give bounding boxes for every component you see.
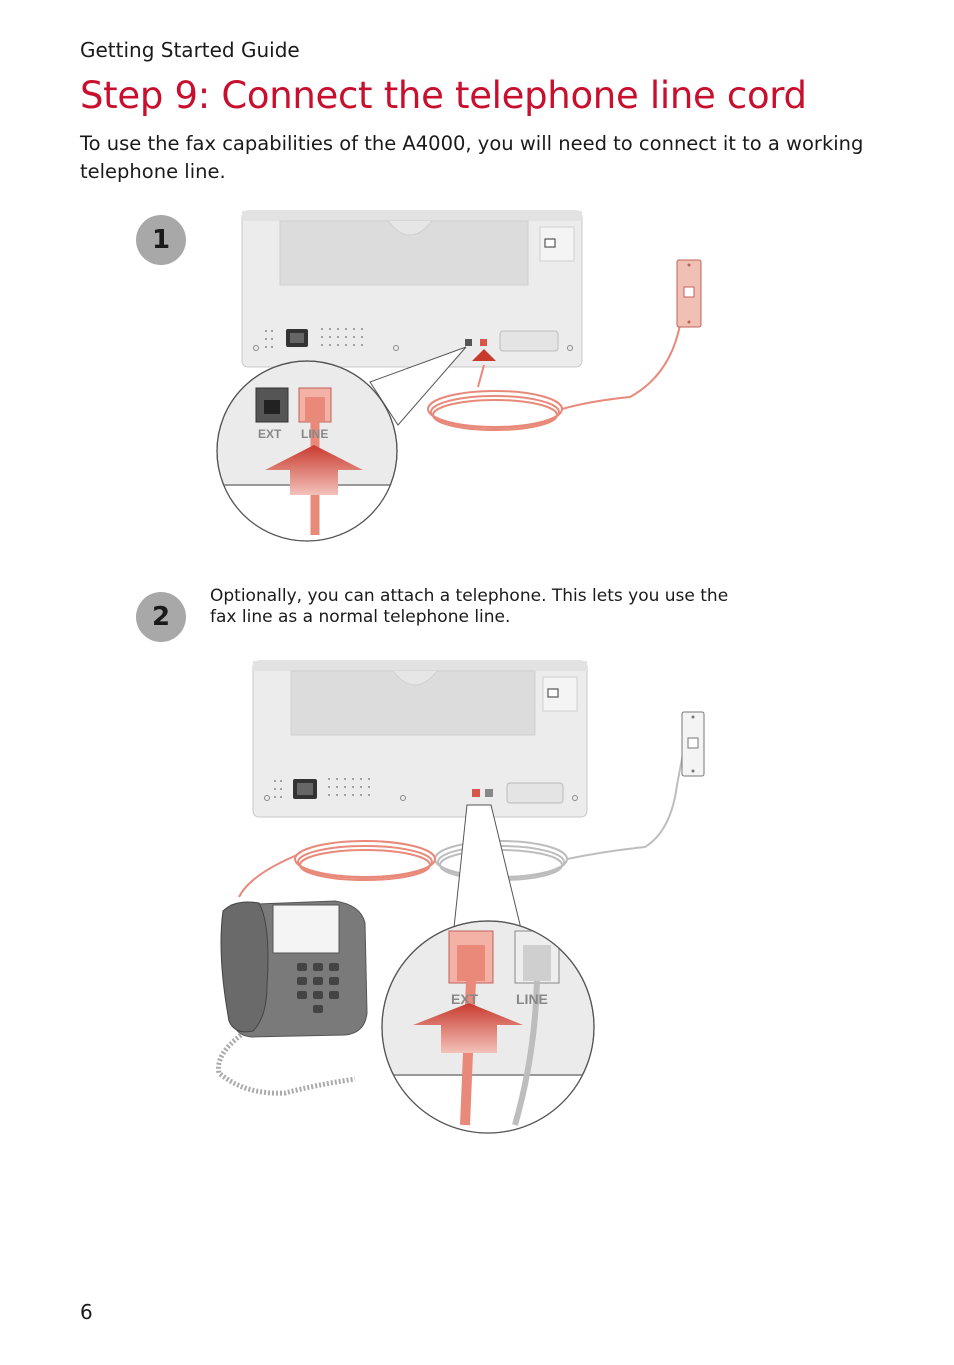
line-port-label: LINE xyxy=(301,427,328,441)
intro-paragraph: To use the fax capabilities of the A4000… xyxy=(80,132,864,183)
step-1-badge: 1 xyxy=(136,215,186,265)
fax-device-back-panel xyxy=(252,660,588,818)
page-number: 6 xyxy=(80,1300,93,1324)
ext-port-label: EXT xyxy=(258,427,282,441)
port-zoom-detail: EXT LINE xyxy=(381,920,595,1134)
line-port-label: LINE xyxy=(516,991,548,1007)
step-2-illustration: EXT LINE xyxy=(215,660,705,1134)
telephone-line-cord xyxy=(427,292,689,431)
step-1-illustration: EXT LINE xyxy=(216,210,702,542)
telephone xyxy=(215,900,368,1096)
step-2-badge: 2 xyxy=(136,592,186,642)
ext-port-label: EXT xyxy=(451,991,479,1007)
fax-device-back-panel xyxy=(241,210,583,368)
guide-label: Getting Started Guide xyxy=(80,38,300,62)
port-zoom-detail: EXT LINE xyxy=(216,360,398,542)
red-telephone-cord xyxy=(238,804,477,898)
page-title: Step 9: Connect the telephone line cord xyxy=(80,74,807,117)
step-2-text: Optionally, you can attach a telephone. … xyxy=(210,586,729,627)
wall-jack xyxy=(676,259,702,328)
wall-jack xyxy=(681,711,705,777)
